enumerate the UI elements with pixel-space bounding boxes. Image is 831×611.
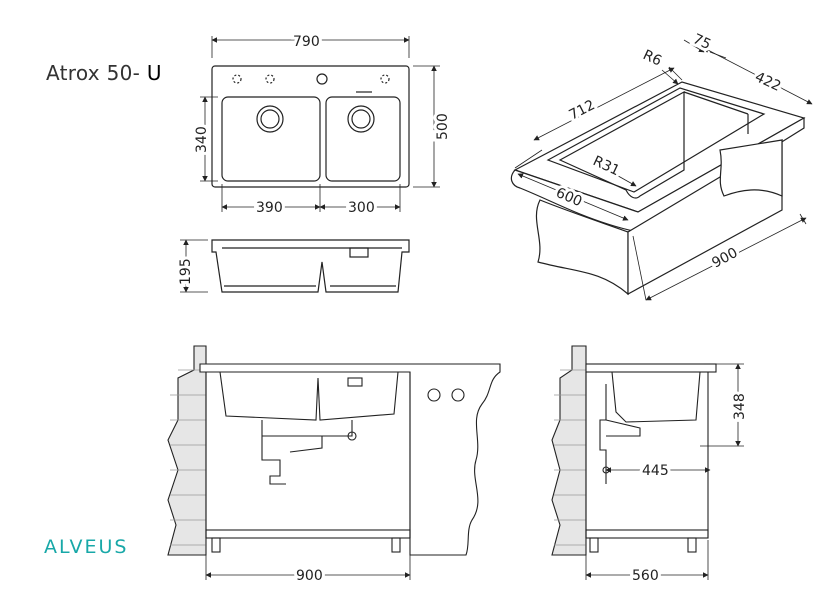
dim-front-cabinet: 900 bbox=[296, 568, 323, 584]
left-drain-top bbox=[256, 105, 284, 133]
dim-depth: 195 bbox=[178, 258, 194, 285]
dim-left-bowl: 390 bbox=[256, 200, 283, 216]
dim-bowl-height: 340 bbox=[194, 126, 210, 153]
brand-name: ALVEUS bbox=[44, 536, 129, 558]
product-model: Atrox 50- bbox=[46, 61, 141, 85]
dim-side-height: 348 bbox=[732, 393, 748, 420]
overflow-slot bbox=[349, 247, 369, 258]
dim-top-width: 790 bbox=[293, 34, 320, 50]
option-hole-2 bbox=[265, 74, 275, 84]
dim-iso-r6: R6 bbox=[640, 47, 664, 69]
product-variant: U bbox=[146, 61, 162, 85]
front-worktop bbox=[199, 363, 501, 556]
sink-outline-top bbox=[211, 65, 410, 188]
front-tap-2 bbox=[451, 388, 465, 402]
top-view-dims bbox=[200, 36, 440, 212]
side-install-view bbox=[551, 345, 717, 556]
elevation-outline bbox=[211, 239, 410, 293]
side-trap bbox=[599, 384, 641, 484]
dim-iso-lip: 75 bbox=[690, 31, 713, 53]
dim-side-drain: 445 bbox=[642, 463, 669, 479]
dim-side-cabinet: 560 bbox=[632, 568, 659, 584]
front-install-view bbox=[167, 345, 501, 556]
elevation-view bbox=[211, 239, 410, 293]
top-view bbox=[211, 65, 410, 188]
front-sink bbox=[219, 371, 399, 421]
front-trap bbox=[261, 420, 353, 485]
front-plinth bbox=[205, 529, 411, 539]
side-sink bbox=[606, 371, 701, 423]
dim-iso-length: 712 bbox=[567, 97, 598, 123]
side-plinth bbox=[585, 529, 709, 539]
dim-iso-cabinet: 900 bbox=[709, 245, 740, 272]
side-wall bbox=[551, 345, 587, 556]
dim-right-bowl: 300 bbox=[348, 200, 375, 216]
option-hole-1 bbox=[232, 74, 242, 84]
dim-top-height: 500 bbox=[435, 113, 451, 140]
left-bowl-top bbox=[221, 96, 321, 182]
front-wall bbox=[167, 345, 207, 556]
right-bowl-top bbox=[325, 96, 401, 182]
brand-logo: ALVEUS bbox=[44, 536, 128, 558]
iso-view bbox=[510, 81, 806, 296]
tap-hole-top bbox=[316, 73, 328, 85]
side-worktop bbox=[585, 363, 717, 373]
dim-iso-depth: 422 bbox=[752, 69, 783, 95]
right-drain-top bbox=[347, 105, 375, 133]
option-hole-3 bbox=[380, 74, 390, 84]
product-title: Atrox 50- U bbox=[46, 61, 162, 85]
front-tap-1 bbox=[427, 388, 441, 402]
